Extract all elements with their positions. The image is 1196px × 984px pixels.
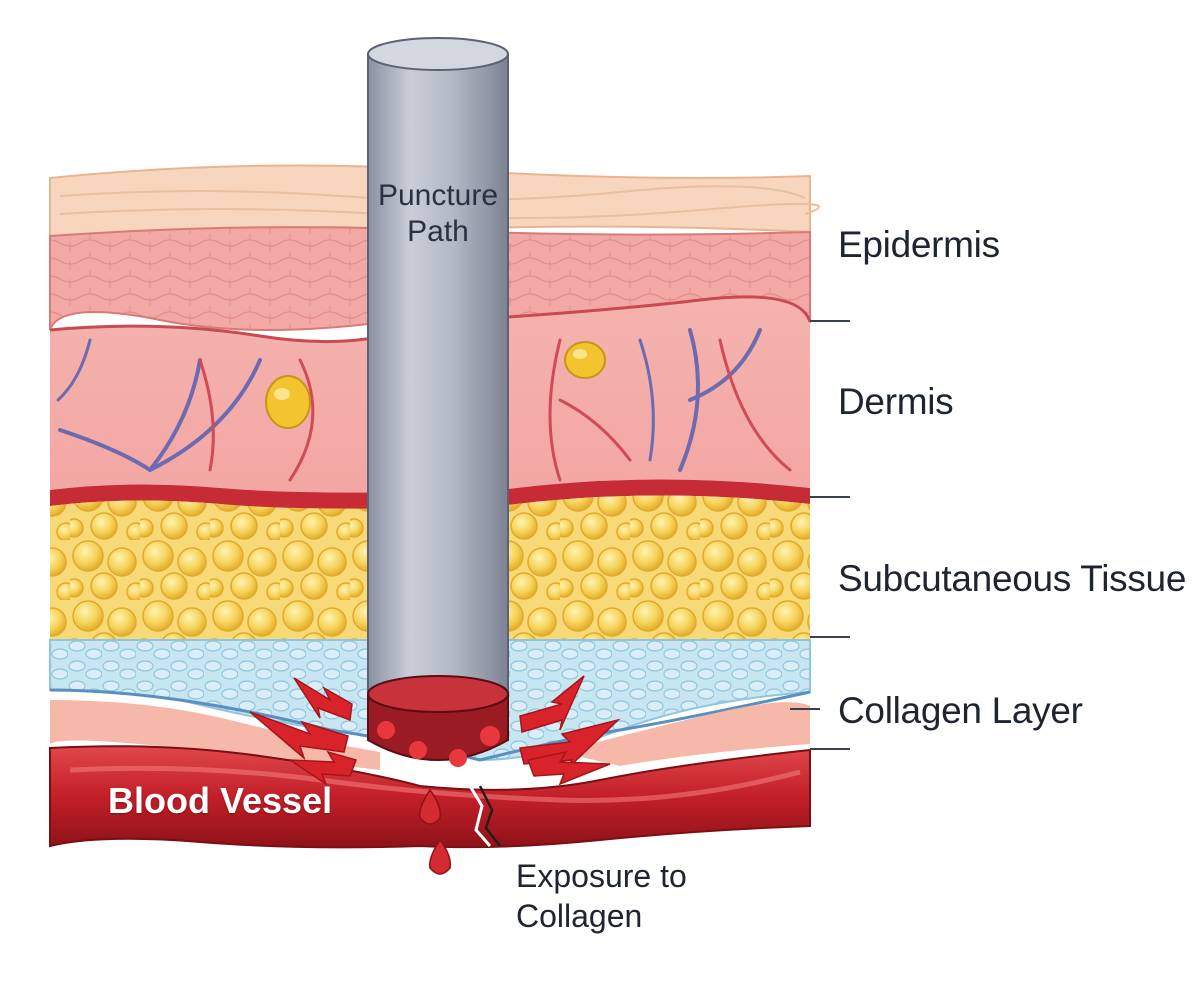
exposure-line1: Exposure to [516,858,687,894]
dermis-vessels [56,328,792,482]
puncture-label-line2: Path [407,215,469,248]
dermis-gland-left [265,375,311,429]
puncture-path-label: Puncture Path [368,178,508,250]
collagen-label: Collagen Layer [838,690,1083,731]
epidermis-label: Epidermis [838,224,1000,265]
collagen-tick [810,748,850,750]
blood-drop-2 [428,838,452,875]
collagen-pointer [790,708,820,710]
exposure-label: Exposure to Collagen [516,856,687,936]
epidermis-tick [810,320,850,322]
vessel-tear [478,785,501,847]
puncture-tube [367,37,509,767]
exposure-line2: Collagen [516,898,643,934]
subcutaneous-tick [810,636,850,638]
subcutaneous-label: Subcutaneous Tissue [838,558,1187,599]
dermis-gland-right [564,341,606,379]
collagen-exposure-arrows [249,675,621,786]
blood-drop-1 [418,788,442,825]
puncture-label-line1: Puncture [377,179,499,212]
blood-vessel-label: Blood Vessel [108,780,333,821]
dermis-tick [810,496,850,498]
dermis-label: Dermis [838,381,954,422]
